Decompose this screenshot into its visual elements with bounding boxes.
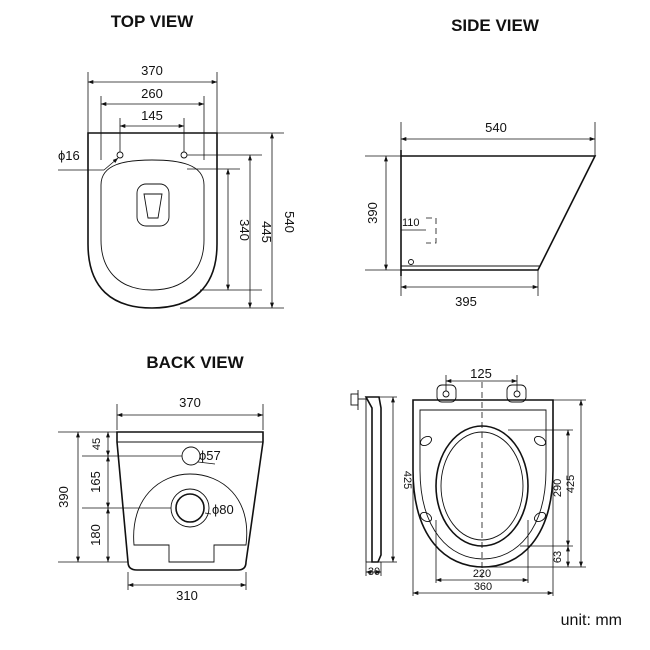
seat-bumper-3 xyxy=(419,511,433,523)
seat-side-profile xyxy=(364,396,382,563)
side-length-top-label: 540 xyxy=(485,120,507,135)
top-depth-mid-label: 445 xyxy=(259,221,274,243)
side-view-drawing xyxy=(365,122,597,296)
unit-label: unit: mm xyxy=(561,612,622,629)
seat-side-height-label: 425 xyxy=(401,471,413,489)
top-view-drain-inner xyxy=(143,193,163,219)
seat-hinge-bolt-left xyxy=(442,390,450,398)
top-depth-outer-label: 540 xyxy=(282,211,297,233)
seat-bumper-4 xyxy=(533,511,547,523)
back-inlet-diameter-label: ϕ57 xyxy=(199,448,221,463)
seat-ring-height-label: 290 xyxy=(552,479,564,497)
top-width-outer-label: 370 xyxy=(141,63,163,78)
side-length-bottom-label: 395 xyxy=(455,294,477,309)
side-outlet-height-label: 110 xyxy=(402,217,420,229)
seat-hinge-spacing-label: 125 xyxy=(470,366,492,381)
seat-thickness-label: 30 xyxy=(368,566,380,578)
back-view-inlet xyxy=(181,446,201,466)
top-view-drain xyxy=(136,183,170,227)
back-seg-bottom-label: 180 xyxy=(88,524,103,546)
back-width-top-label: 370 xyxy=(179,395,201,410)
side-height-label: 390 xyxy=(365,202,380,224)
top-depth-inner-label: 340 xyxy=(237,219,252,241)
top-view-bowl-outline xyxy=(87,132,218,309)
seat-top-drawing xyxy=(412,375,586,596)
back-seg-top-label: 45 xyxy=(91,438,103,450)
seat-bumper-2 xyxy=(533,435,547,447)
side-view-fixing-point xyxy=(408,259,414,265)
top-view-hole-left xyxy=(116,151,124,159)
back-seg-mid-label: 165 xyxy=(88,471,103,493)
back-view-outlet-inner xyxy=(175,493,205,523)
seat-inner-outline xyxy=(419,409,547,560)
back-width-bottom-label: 310 xyxy=(176,588,198,603)
top-view-title: TOP VIEW xyxy=(111,12,194,31)
back-view-drawing xyxy=(58,404,264,590)
back-outlet-diameter-label: ϕ80 xyxy=(212,502,234,517)
back-view-outline xyxy=(116,431,264,571)
top-view-drawing xyxy=(58,72,284,309)
seat-hinge-bolt-right xyxy=(513,390,521,398)
seat-overall-height-label: 425 xyxy=(565,475,577,493)
seat-bottom-offset-label: 63 xyxy=(552,551,564,563)
back-view-title: BACK VIEW xyxy=(146,353,244,372)
back-height-total-label: 390 xyxy=(56,486,71,508)
seat-outer-outline xyxy=(412,399,554,568)
side-view-outline xyxy=(401,155,597,271)
back-view-trap xyxy=(133,473,248,563)
top-hole-diameter-label: ϕ16 xyxy=(58,148,80,163)
seat-side-drawing xyxy=(350,390,397,576)
seat-hinge-right xyxy=(506,384,527,403)
seat-overall-width-label: 360 xyxy=(474,581,492,593)
top-view-hole-right xyxy=(180,151,188,159)
top-width-mid-label: 260 xyxy=(141,86,163,101)
seat-bumper-1 xyxy=(419,435,433,447)
seat-hinge-left xyxy=(436,384,457,403)
seat-ring-width-label: 220 xyxy=(473,568,491,580)
side-view-title: SIDE VIEW xyxy=(451,16,540,35)
top-width-inner-label: 145 xyxy=(141,108,163,123)
seat-hinge-bracket xyxy=(350,393,359,406)
top-view-inner-rim xyxy=(100,159,205,291)
